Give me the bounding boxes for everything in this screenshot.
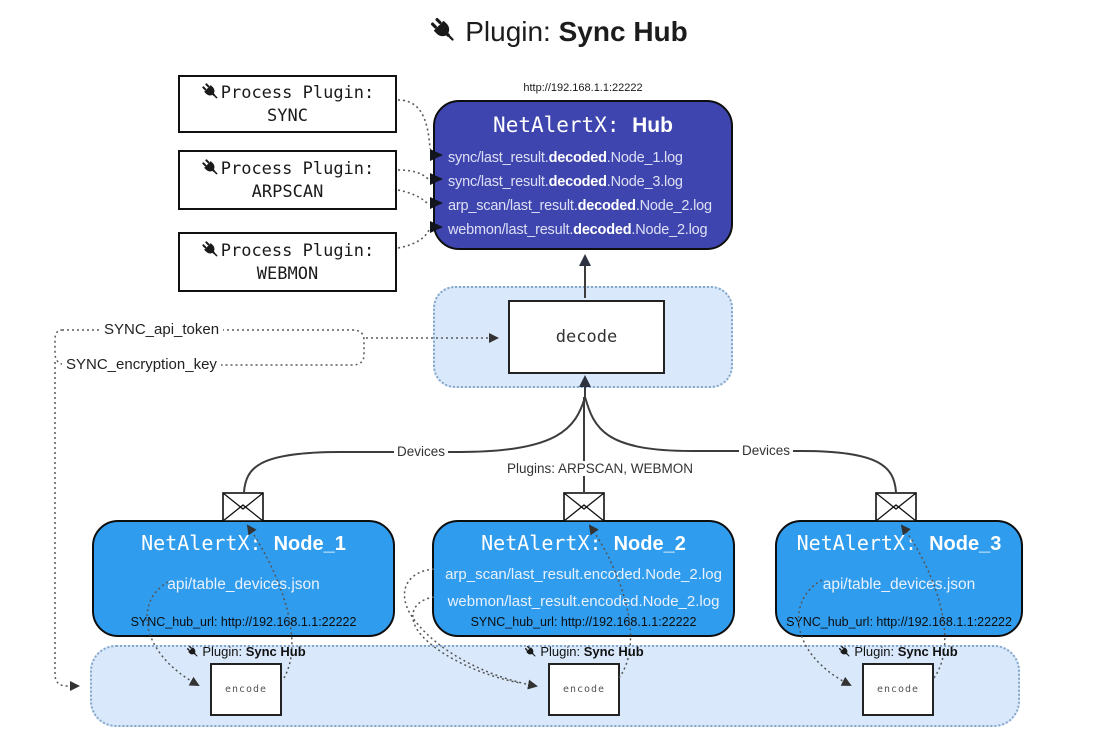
plug-icon (838, 645, 852, 659)
process-plugin-name: ARPSCAN (251, 182, 324, 202)
node-box-2: NetAlertX: Node_2 arp_scan/last_result.e… (432, 520, 735, 637)
edge-secrets-to-panel (54, 362, 80, 691)
page-title-bold: Sync Hub (558, 16, 688, 47)
node-title: NetAlertX: Node_2 (481, 531, 686, 555)
plug-icon (201, 158, 221, 178)
decode-box: decode (508, 300, 665, 374)
hub-log-line: arp_scan/last_result.decoded.Node_2.log (448, 198, 712, 214)
process-plugin-box-sync: Process Plugin: SYNC (178, 75, 397, 133)
process-plugin-name: WEBMON (256, 264, 319, 284)
plug-icon (186, 645, 200, 659)
encode-plugin-label: Plugin: Sync Hub (798, 644, 998, 659)
edge-arpscan-plugin-a (397, 169, 429, 180)
process-plugin-box-webmon: Process Plugin: WEBMON (178, 232, 397, 292)
node-line: webmon/last_result.encoded.Node_2.log (447, 593, 720, 610)
process-plugin-box-arpscan: Process Plugin: ARPSCAN (178, 150, 397, 210)
plug-icon (201, 82, 221, 102)
page-title-text: Plugin: (465, 16, 559, 47)
devices-label-left: Devices (394, 444, 449, 459)
node-line: api/table_devices.json (167, 576, 320, 593)
hub-log-line: sync/last_result.decoded.Node_1.log (448, 150, 683, 166)
node-hub-url: SYNC_hub_url: http://192.168.1.1:22222 (470, 615, 697, 629)
sync-encryption-key-label: SYNC_encryption_key (62, 356, 221, 373)
hub-log-lines: sync/last_result.decoded.Node_1.log sync… (448, 146, 727, 242)
node-box-3: NetAlertX: Node_3 api/table_devices.json… (775, 520, 1023, 637)
hub-log-line: webmon/last_result.decoded.Node_2.log (448, 222, 708, 238)
node-hub-url: SYNC_hub_url: http://192.168.1.1:22222 (786, 615, 1012, 629)
plug-icon (201, 240, 221, 260)
hub-log-line: sync/last_result.decoded.Node_3.log (448, 174, 683, 190)
edge-sync-plugin (397, 99, 431, 150)
node-title: NetAlertX: Node_3 (796, 531, 1002, 555)
node-title: NetAlertX: Node_1 (141, 531, 346, 555)
hub-box: NetAlertX: Hub sync/last_result.decoded.… (433, 100, 733, 250)
node-box-1: NetAlertX: Node_1 api/table_devices.json… (92, 520, 395, 637)
node-line: api/table_devices.json (822, 576, 976, 593)
plugin-to-hub-edges (397, 99, 431, 249)
process-plugin-name: SYNC (267, 106, 308, 126)
encode-box-3: encode (862, 663, 934, 716)
hub-url-label: http://192.168.1.1:22222 (523, 82, 643, 94)
encode-plugin-label: Plugin: Sync Hub (484, 644, 684, 659)
plugins-label: Plugins: ARPSCAN, WEBMON (504, 461, 697, 476)
plug-icon (429, 16, 459, 46)
hub-title: NetAlertX: Hub (493, 113, 673, 137)
encode-box-1: encode (210, 663, 282, 716)
envelope-icons (222, 492, 917, 522)
node-line: arp_scan/last_result.encoded.Node_2.log (445, 566, 722, 583)
envelope-icon (222, 492, 264, 522)
envelope-icon (563, 492, 605, 522)
edge-arpscan-plugin-b (397, 189, 429, 205)
page-title: Plugin: Sync Hub (0, 16, 1117, 48)
encode-box-2: encode (548, 663, 620, 716)
encode-plugin-label: Plugin: Sync Hub (146, 644, 346, 659)
envelope-icon (875, 492, 917, 522)
node-hub-url: SYNC_hub_url: http://192.168.1.1:22222 (130, 615, 357, 629)
devices-label-right: Devices (739, 443, 794, 458)
edge-webmon-plugin (397, 229, 430, 249)
plug-icon (524, 645, 538, 659)
sync-api-token-label: SYNC_api_token (100, 321, 224, 338)
